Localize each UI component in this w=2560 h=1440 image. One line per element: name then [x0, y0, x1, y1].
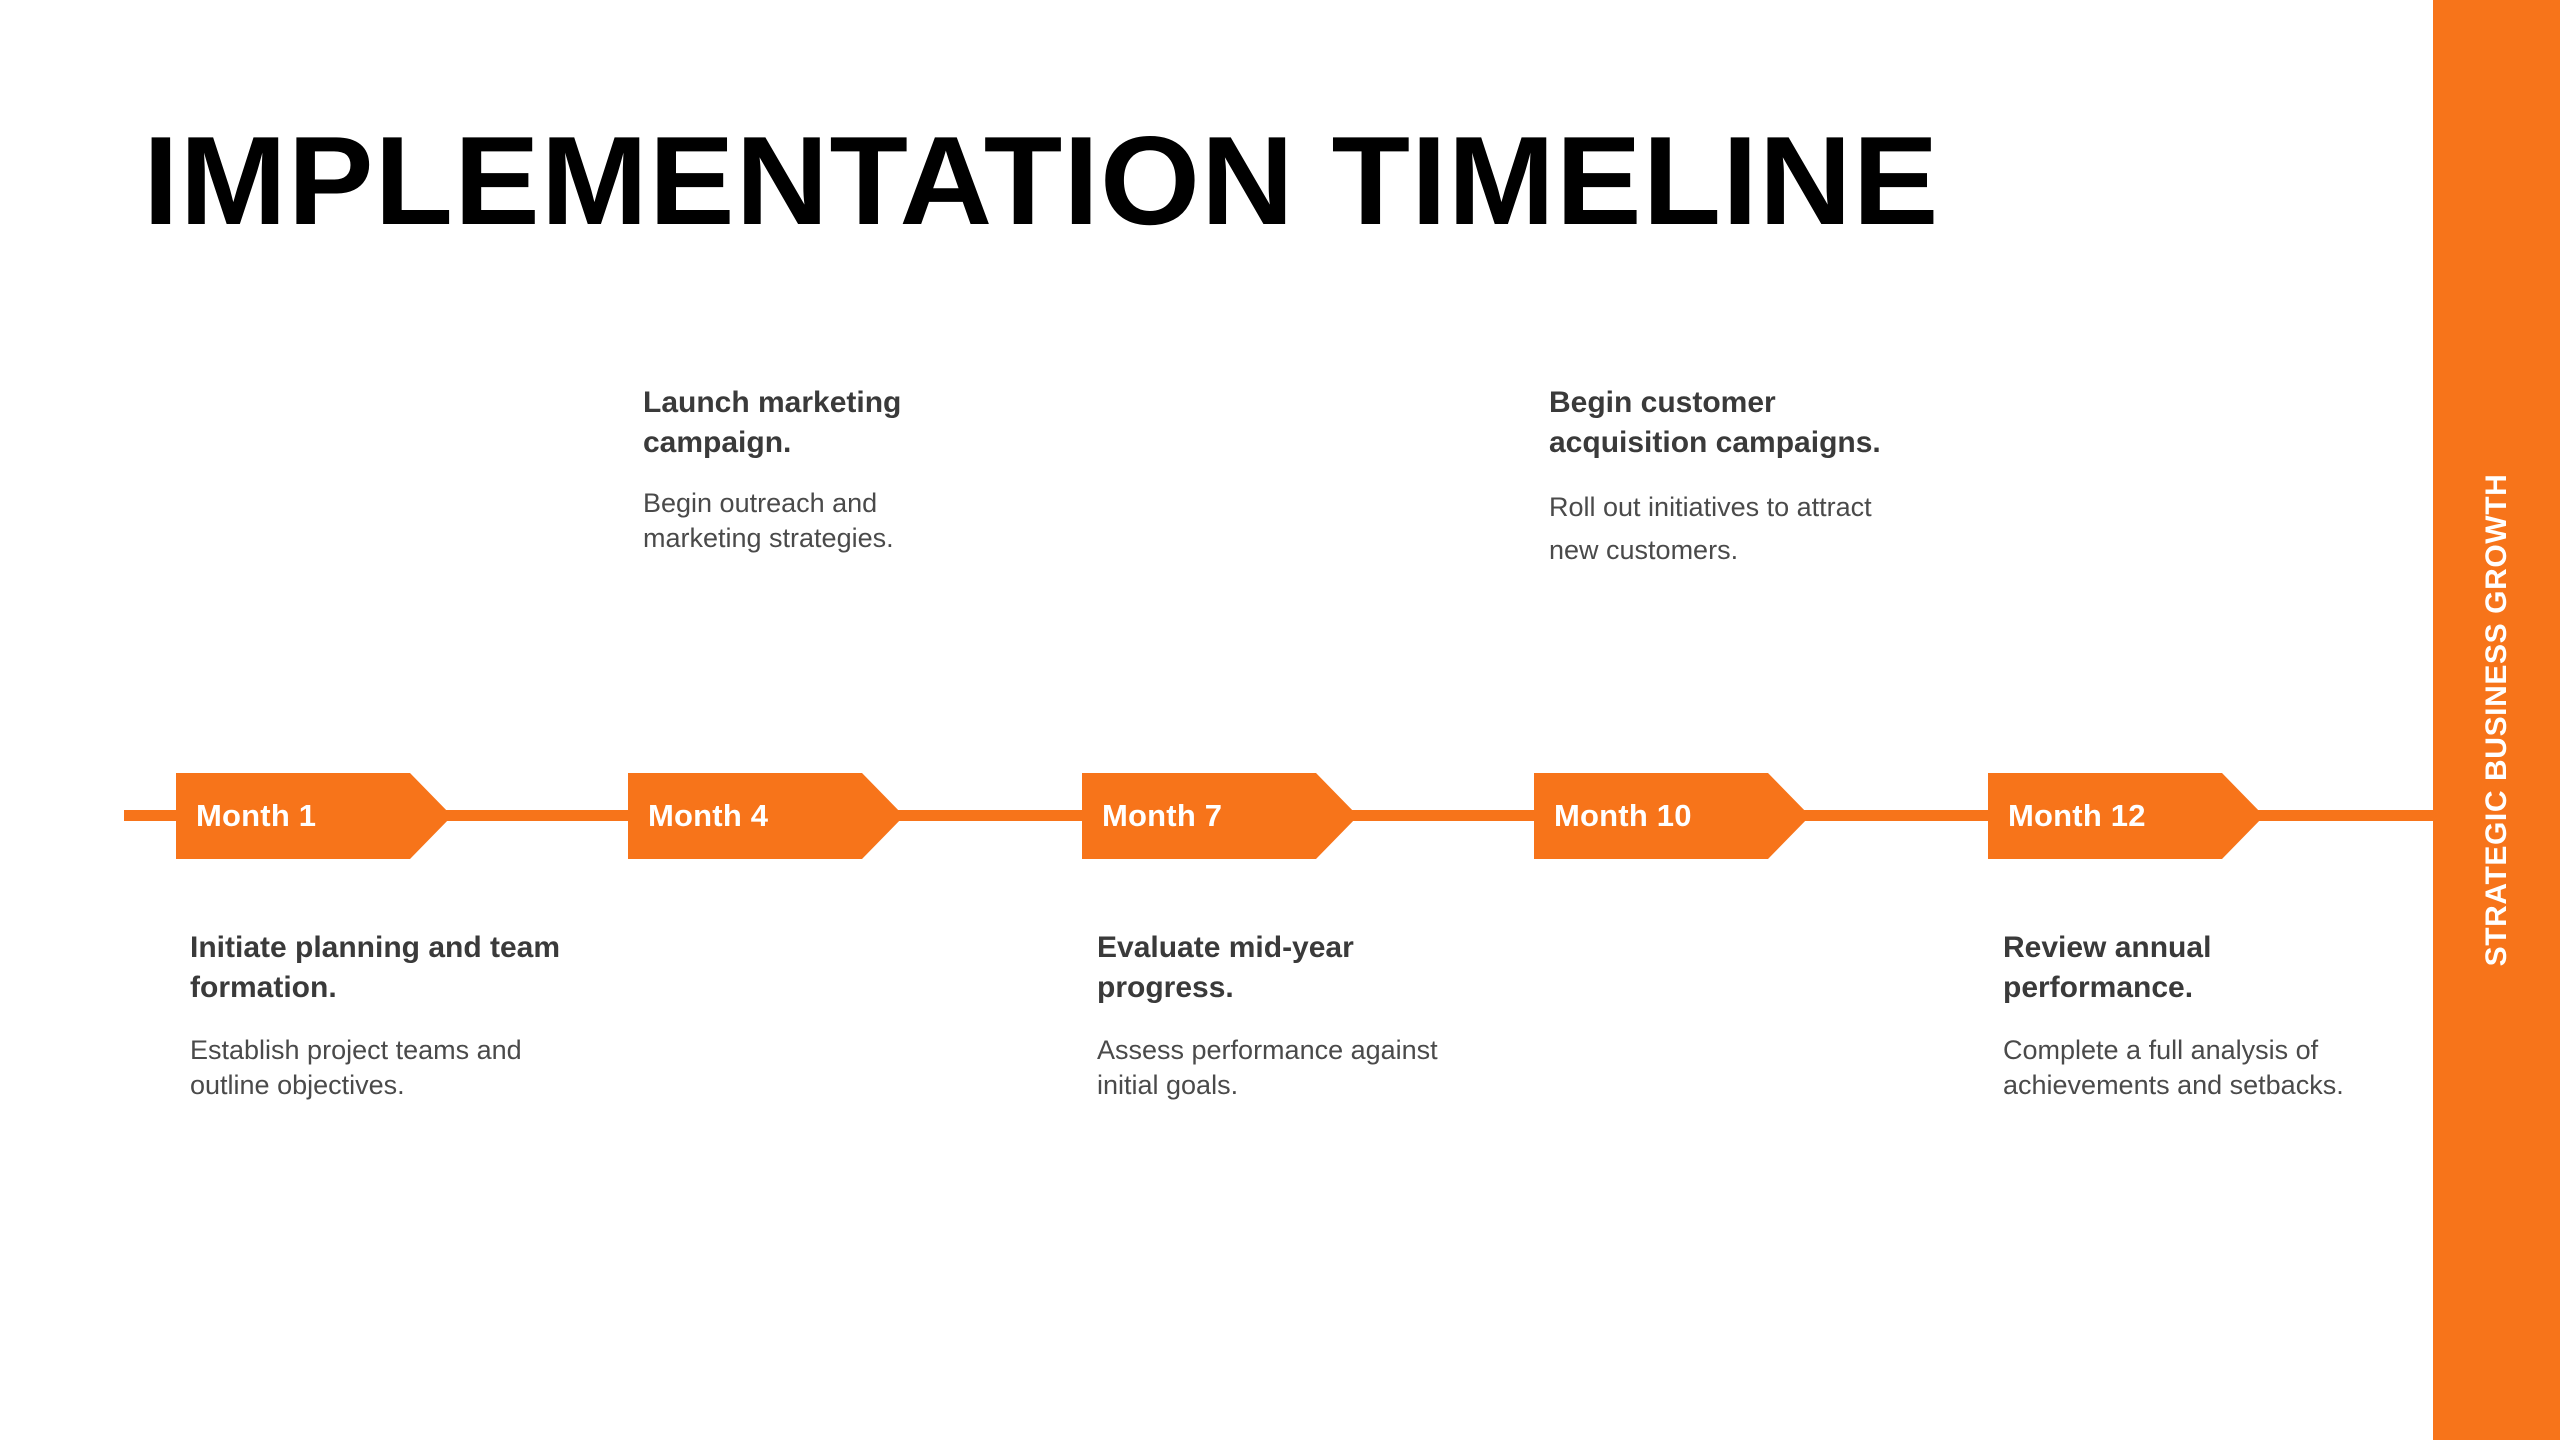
milestone-title: Launch marketing campaign. [643, 386, 902, 459]
timeline-marker-label: Month 4 [648, 798, 769, 833]
timeline-marker-month-12[interactable]: Month 12 [1988, 773, 2264, 859]
milestone-description-month-1: Initiate planning and team formation. Es… [190, 928, 562, 1103]
timeline-marker-month-4[interactable]: Month 4 [628, 773, 904, 859]
milestone-description-month-10: Begin customer acquisition campaigns. Ro… [1549, 383, 1921, 573]
page-title: IMPLEMENTATION TIMELINE [143, 110, 1940, 251]
timeline-marker-month-10[interactable]: Month 10 [1534, 773, 1810, 859]
timeline-marker-label: Month 12 [2008, 798, 2146, 833]
milestone-title: Initiate planning and team formation. [190, 931, 561, 1004]
timeline-marker-month-7[interactable]: Month 7 [1082, 773, 1358, 859]
timeline-marker-label: Month 1 [196, 798, 317, 833]
milestone-description-month-4: Launch marketing campaign. Begin outreac… [643, 383, 973, 556]
timeline-marker-label: Month 10 [1554, 798, 1692, 833]
milestone-title: Review annual performance. [2003, 931, 2212, 1004]
milestone-description-month-12: Review annual performance. Complete a fu… [2003, 928, 2375, 1103]
side-band: STRATEGIC BUSINESS GROWTH [2433, 0, 2560, 1440]
timeline-marker-month-1[interactable]: Month 1 [176, 773, 452, 859]
milestone-body: Complete a full analysis of achievements… [2003, 1035, 2344, 1101]
milestone-body: Roll out initiatives to attract new cust… [1549, 492, 1872, 566]
milestone-body: Assess performance against initial goals… [1097, 1035, 1438, 1101]
side-band-label: STRATEGIC BUSINESS GROWTH [2479, 473, 2513, 967]
milestone-title: Begin customer acquisition campaigns. [1549, 386, 1881, 459]
milestone-body: Establish project teams and outline obje… [190, 1035, 522, 1101]
milestone-description-month-7: Evaluate mid-year progress. Assess perfo… [1097, 928, 1469, 1103]
timeline-marker-label: Month 7 [1102, 798, 1223, 833]
milestone-title: Evaluate mid-year progress. [1097, 931, 1354, 1004]
milestone-body: Begin outreach and marketing strategies. [643, 488, 894, 554]
